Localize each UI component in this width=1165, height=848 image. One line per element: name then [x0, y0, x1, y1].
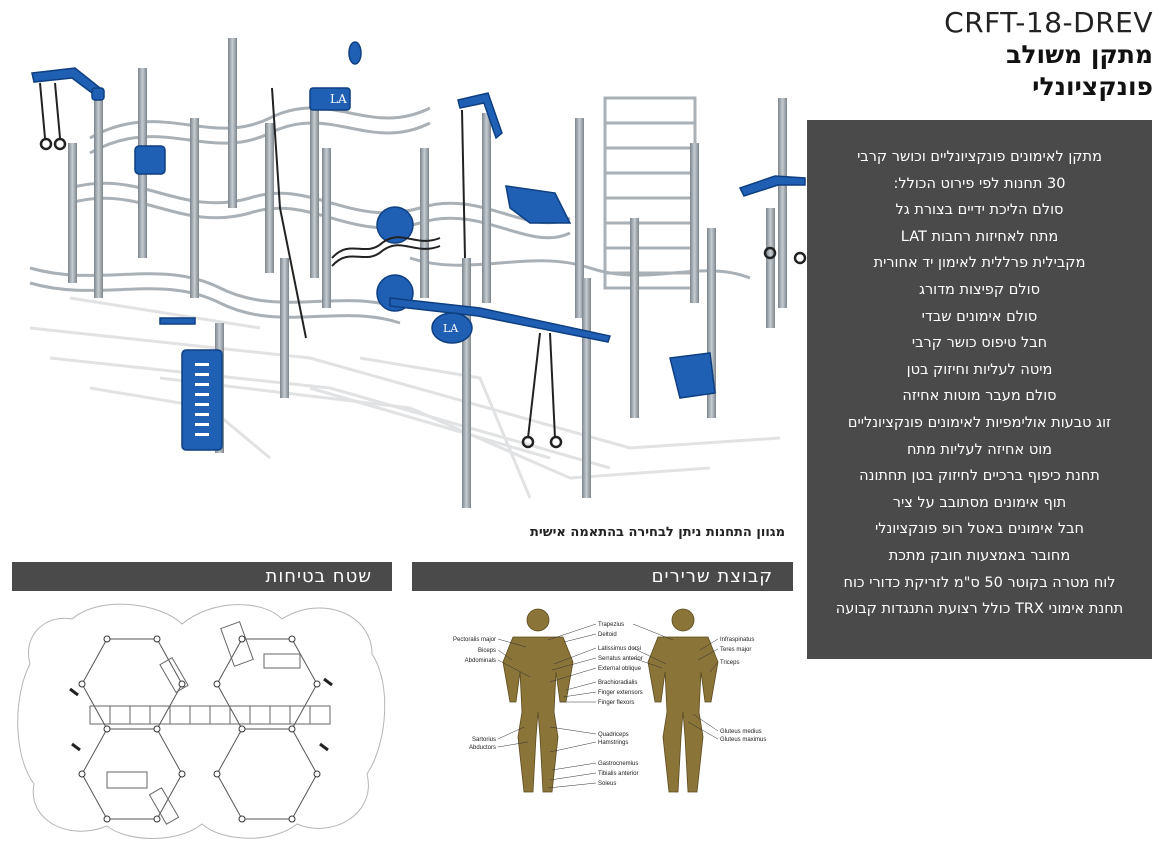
label-gluteus-maximus: Gluteus maximus — [720, 737, 766, 743]
label-trapezius: Trapezius — [598, 622, 624, 628]
muscle-group-heading: קבוצת שרירים — [412, 562, 793, 591]
label-gluteus-medius: Gluteus medius — [720, 729, 762, 735]
equipment-illustration: LA LA — [29, 38, 807, 508]
label-latissimus: Latissimus dorsi — [598, 646, 641, 652]
safety-area-heading: שטח בטיחות — [12, 562, 392, 591]
spec-item: חבל אימונים באטל רופ פונקציונלי — [874, 521, 1085, 538]
label-sartorius: Sartorius — [472, 737, 496, 743]
label-tibialis: Tibialis anterior — [598, 771, 638, 777]
anatomy-figure: Pectoralis major Biceps Abdominals Sarto… — [453, 608, 766, 793]
spec-panel: מתקן לאימונים פונקציונליים וכושר קרבי 30… — [807, 120, 1152, 659]
equipment-render: LA LA — [10, 28, 815, 520]
label-pectoralis: Pectoralis major — [453, 637, 496, 643]
spec-item: מחובר באמצעות חובק מתכת — [888, 547, 1071, 564]
plan-drawing — [17, 603, 386, 839]
spec-item: תוף אימונים מסתובב על ציר — [892, 494, 1067, 511]
spec-item: תחנת כיפוף ברכיים לחיזוק בטן תחתונה — [859, 468, 1100, 485]
spec-item: סולם אימונים שבדי — [921, 308, 1038, 325]
product-code: CRFT-18-DREV — [944, 6, 1153, 39]
label-serratus: Serratus anterior — [598, 656, 643, 662]
label-biceps: Biceps — [478, 648, 496, 654]
label-hamstrings: Hamstrings — [598, 740, 628, 746]
spec-item: סולם מעבר מוטות אחיזה — [902, 388, 1057, 405]
label-finger-extensors: Finger extensors — [598, 690, 643, 696]
logo-mark-1: LA — [330, 92, 347, 106]
muscle-anatomy: Pectoralis major Biceps Abdominals Sarto… — [448, 602, 788, 802]
spec-item: מתקן לאימונים פונקציונליים וכושר קרבי — [857, 149, 1102, 165]
label-quadriceps: Quadriceps — [598, 732, 629, 738]
spec-item: תחנת אימוני TRX כולל רצועת התנגדות קבועה — [835, 601, 1124, 618]
spec-item: חבל טיפוס כושר קרבי — [911, 335, 1048, 352]
swedish-ladder — [603, 96, 697, 290]
customization-caption: מגוון התחנות ניתן לבחירה בהתאמה אישית — [530, 525, 785, 540]
label-brachioradialis: Brachioradialis — [598, 680, 637, 686]
central-ladder — [89, 621, 331, 825]
title-block: CRFT-18-DREV מתקן משולב פונקציונלי — [944, 6, 1153, 103]
label-triceps: Triceps — [720, 660, 739, 666]
safety-area-plan — [12, 594, 392, 844]
ground-shadow — [29, 296, 781, 499]
blue-accents — [31, 41, 806, 451]
spec-item: סולם הליכת ידיים בצורת גל — [895, 202, 1064, 219]
label-soleus: Soleus — [598, 781, 616, 787]
label-gastrocnemius: Gastrocnemius — [598, 761, 638, 767]
spec-item: לוח מטרה בקוטר 50 ס"מ לזריקת כדורי כוח — [843, 574, 1116, 591]
label-finger-flexors: Finger flexors — [598, 700, 634, 706]
label-infraspinatus: Infraspinatus — [720, 637, 754, 643]
spec-item: מתח לאחיזות רחבות LAT — [900, 228, 1059, 245]
spec-item: סולם קפיצות מדורג — [919, 281, 1040, 298]
label-deltoid: Deltoid — [598, 632, 617, 638]
product-title-line2: פונקציונלי — [1032, 72, 1153, 101]
spec-item: מוט אחיזה לעליות מתח — [906, 441, 1053, 458]
product-title-line1: מתקן משולב — [1006, 40, 1153, 69]
logo-mark-2: LA — [443, 322, 459, 335]
spec-item: זוג טבעות אולימפיות לאימונים פונקציונליי… — [847, 414, 1112, 431]
spec-item: 30 תחנות לפי פירוט הכולל: — [893, 175, 1066, 192]
label-teres-major: Teres major — [720, 647, 751, 653]
ropes — [39, 82, 556, 439]
bench-holes — [195, 363, 209, 436]
label-abdominals: Abdominals — [465, 658, 496, 664]
label-external-oblique: External oblique — [598, 666, 642, 672]
label-abductors: Abductors — [469, 745, 496, 751]
spec-item: מקבילית פרללית לאימון יד אחורית — [873, 255, 1086, 272]
spec-item: מיטה לעליות וחיזוק בטן — [906, 361, 1053, 378]
rings — [39, 137, 807, 449]
